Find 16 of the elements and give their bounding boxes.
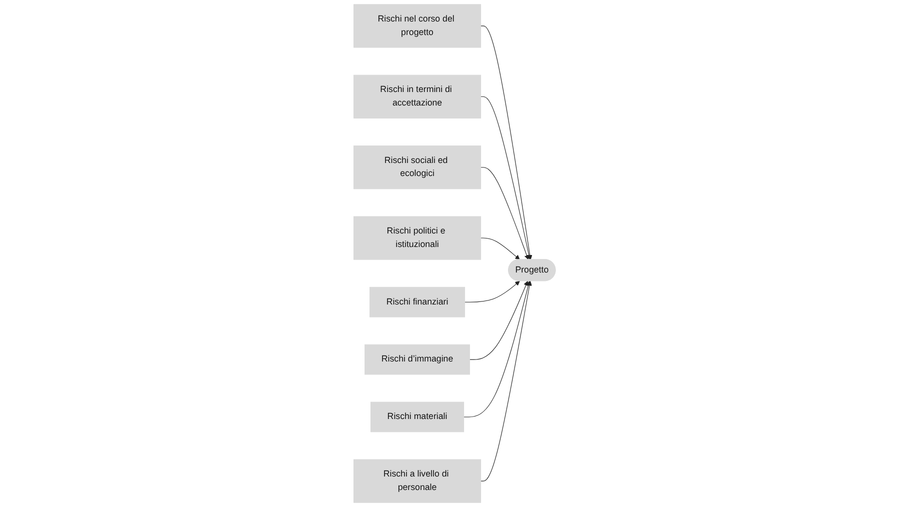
arrow	[463, 280, 531, 418]
arrow	[464, 280, 520, 302]
node-box: Rischi sociali ed ecologici	[353, 146, 481, 190]
arrow	[469, 280, 528, 360]
node-box: Rischi materiali	[370, 402, 464, 432]
arrow	[480, 280, 532, 482]
node-box: Rischi nel corso del progetto	[353, 4, 481, 48]
arrow	[480, 238, 520, 260]
node-box: Rischi finanziari	[369, 286, 465, 318]
arrow	[480, 167, 529, 260]
node-box: Rischi a livello di personale	[353, 459, 481, 503]
node-box: Rischi d’immagine	[364, 344, 470, 375]
node-box: Rischi in termini di accettazione	[353, 74, 481, 118]
node-box: Rischi politici e istituzionali	[353, 216, 481, 260]
arrow	[480, 26, 532, 260]
arrow	[480, 96, 532, 260]
